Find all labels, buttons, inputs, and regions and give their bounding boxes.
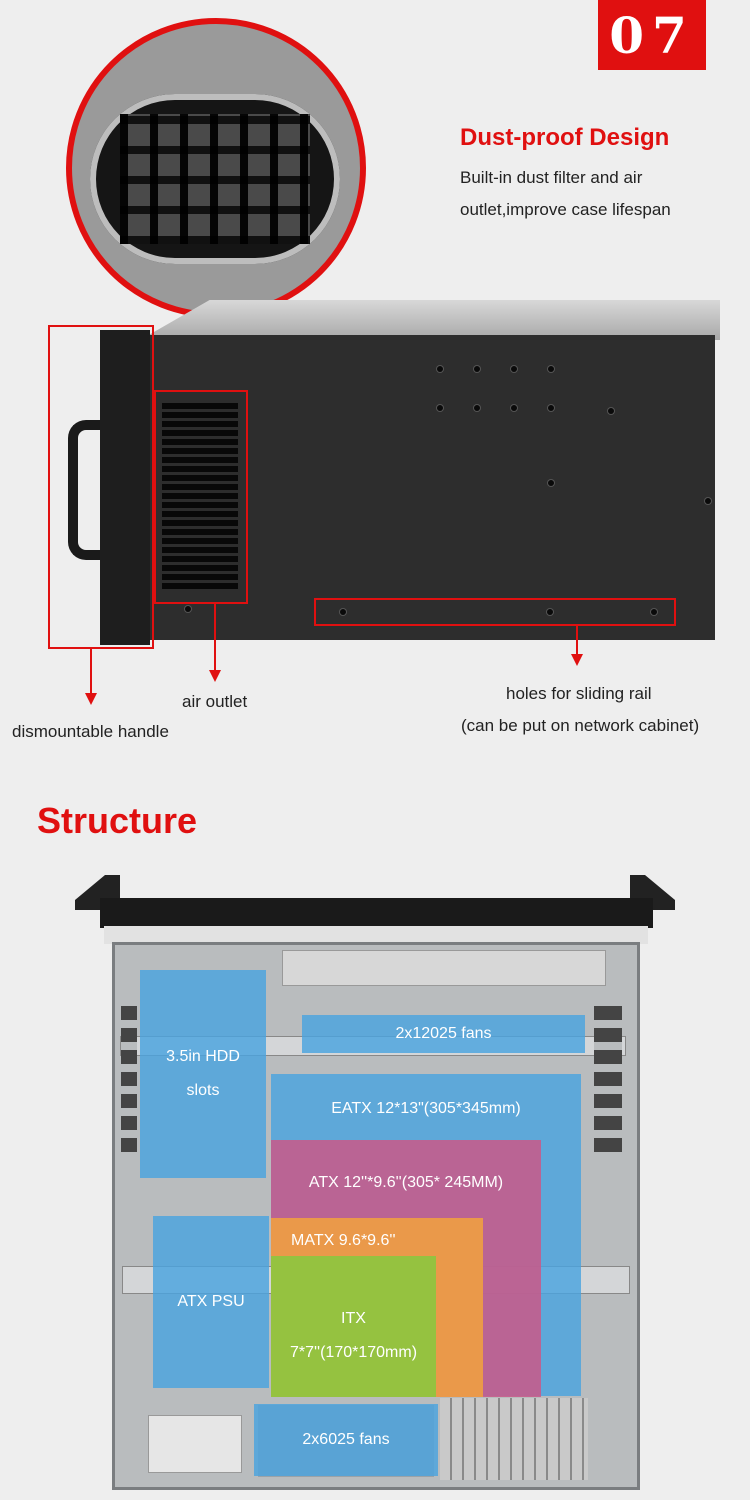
case-top-edge bbox=[140, 300, 720, 340]
screw-hole bbox=[548, 480, 554, 486]
air-outlet-pointer-line bbox=[214, 604, 216, 672]
screw-hole bbox=[185, 606, 191, 612]
screw-hole bbox=[474, 405, 480, 411]
dust-desc-line-2: outlet,improve case lifespan bbox=[460, 200, 671, 219]
screw-hole bbox=[474, 366, 480, 372]
arrow-down-icon bbox=[571, 654, 583, 666]
screw-hole bbox=[548, 405, 554, 411]
arrow-down-icon bbox=[85, 693, 97, 705]
handle-highlight-box bbox=[48, 325, 154, 649]
screw-hole bbox=[437, 405, 443, 411]
screw-hole bbox=[608, 408, 614, 414]
chassis-top-lip bbox=[104, 926, 648, 944]
side-vents bbox=[121, 1000, 137, 1160]
screw-hole bbox=[437, 366, 443, 372]
dust-filter-zoom-image bbox=[66, 18, 366, 318]
screw-hole bbox=[651, 609, 657, 615]
air-vent-grille bbox=[162, 400, 238, 592]
rail-pointer-line bbox=[576, 626, 578, 656]
case-front-panel bbox=[100, 330, 150, 645]
rear-io-slots bbox=[440, 1398, 588, 1480]
air-outlet-highlight-box bbox=[154, 390, 248, 604]
screw-hole bbox=[511, 405, 517, 411]
dust-desc-line-1: Built-in dust filter and air bbox=[460, 168, 643, 187]
side-vents bbox=[594, 1000, 622, 1160]
screw-hole bbox=[511, 366, 517, 372]
overlay-bottom-fans: 2x6025 fans bbox=[254, 1404, 438, 1476]
handle-pointer-line bbox=[90, 649, 92, 695]
screw-hole bbox=[548, 366, 554, 372]
dust-proof-title: Dust-proof Design bbox=[460, 124, 670, 151]
screw-hole bbox=[705, 498, 711, 504]
structure-title: Structure bbox=[37, 800, 198, 841]
handle-icon bbox=[68, 420, 100, 560]
screw-hole bbox=[340, 609, 346, 615]
rail-label-line-1: holes for sliding rail bbox=[506, 684, 652, 703]
section-number-badge: 07 bbox=[598, 0, 706, 70]
chassis-front-bezel bbox=[100, 898, 653, 928]
overlay-top-fans: 2x12025 fans bbox=[302, 1015, 585, 1053]
air-outlet-label: air outlet bbox=[182, 692, 248, 711]
top-bay bbox=[282, 950, 606, 986]
overlay-psu: ATX PSU bbox=[153, 1216, 269, 1388]
case-side-panel-image bbox=[150, 335, 715, 640]
psu-plate bbox=[148, 1415, 242, 1473]
rail-label-line-2: (can be put on network cabinet) bbox=[461, 716, 700, 735]
handle-label: dismountable handle bbox=[12, 722, 169, 741]
rail-holes-highlight-box bbox=[314, 598, 676, 626]
screw-hole bbox=[547, 609, 553, 615]
arrow-down-icon bbox=[209, 670, 221, 682]
